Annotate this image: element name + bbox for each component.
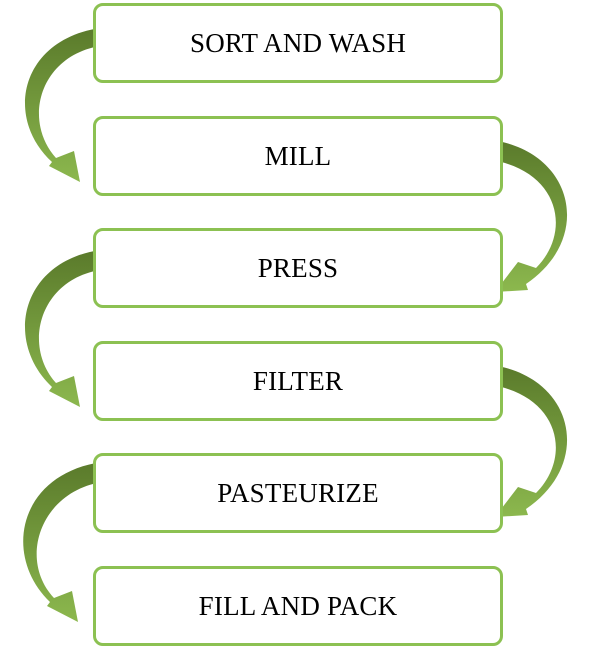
step-fill-and-pack: FILL AND PACK xyxy=(93,566,503,646)
flow-arrow-4 xyxy=(492,365,568,517)
step-label: FILTER xyxy=(252,365,344,396)
step-press: PRESS xyxy=(93,228,503,308)
step-sort-and-wash: SORT AND WASH xyxy=(93,3,503,83)
step-label: PASTEURIZE xyxy=(217,477,379,508)
flow-arrow-1 xyxy=(25,28,100,182)
step-filter: FILTER xyxy=(93,341,503,421)
step-label: FILL AND PACK xyxy=(198,590,398,621)
step-label: MILL xyxy=(264,140,332,171)
step-label: PRESS xyxy=(257,252,339,283)
flow-arrow-3 xyxy=(25,250,100,407)
step-pasteurize: PASTEURIZE xyxy=(93,453,503,533)
step-mill: MILL xyxy=(93,116,503,196)
step-label: SORT AND WASH xyxy=(189,27,407,58)
flow-arrow-5 xyxy=(23,462,102,622)
flow-arrow-2 xyxy=(492,140,568,292)
